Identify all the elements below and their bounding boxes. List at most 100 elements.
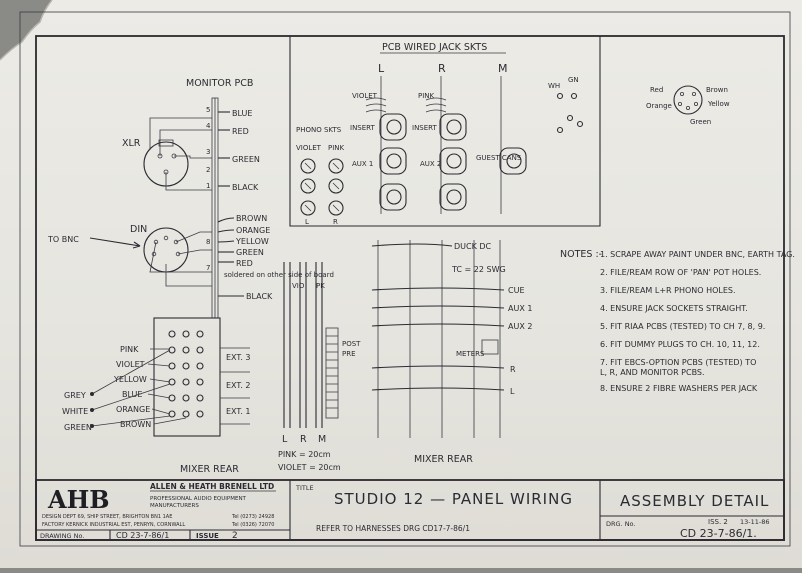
harness-L: L [282, 434, 288, 445]
wire-orange: ORANGE [236, 226, 270, 235]
factory-tel: Tel (0326) 72070 [231, 522, 274, 528]
drawing-title: STUDIO 12 — PANEL WIRING [334, 490, 573, 508]
pin-1: 1 [206, 182, 210, 190]
design-dept: DESIGN DEPT 69, SHIP STREET, BRIGHTON BN… [42, 514, 172, 520]
note-7: 7. FIT EBCS-OPTION PCBS (TESTED) TO [600, 358, 756, 367]
outer-border [19, 11, 791, 547]
violet-length: VIOLET = 20cm [278, 463, 341, 472]
far-grey: GREY [64, 391, 86, 400]
company-sub2: MANUFACTURERS [150, 503, 199, 509]
monitor-pcb: MONITOR PCB 5 4 3 2 1 8 7 BLUE RED GREEN… [47, 78, 334, 319]
refer-harness: REFER TO HARNESSES DRG CD17-7-86/1 [316, 524, 470, 533]
wire-red-din: RED [236, 259, 253, 268]
issue-value: 2 [232, 531, 238, 541]
bus-r: R [510, 365, 516, 374]
harness-pk: PK [316, 282, 325, 290]
aux-1: AUX 1 [352, 160, 373, 168]
note-4: 4. ENSURE JACK SOCKETS STRAIGHT. [600, 304, 748, 313]
note-2: 2. FILE/REAM ROW OF 'PAN' POT HOLES. [600, 268, 761, 277]
wire-yellow: YELLOW [235, 237, 269, 246]
ext-1: EXT. 1 [226, 407, 251, 416]
harness-post: POST [342, 340, 361, 348]
pin-5: 5 [206, 106, 210, 114]
jack-skts-title: PCB WIRED JACK SKTS [382, 42, 487, 53]
jack-panel-box [289, 36, 601, 227]
rear-blue: BLUE [122, 390, 142, 399]
note-1: 1. SCRAPE AWAY PAINT UNDER BNC, EARTH TA… [600, 250, 795, 259]
title-label: TITLE [295, 484, 314, 492]
soldered-note: soldered on other side of board [224, 271, 334, 279]
factory-address: FACTORY KERNICK INDUSTRIAL EST, PENRYN, … [42, 522, 185, 528]
issue-label: ISSUE [196, 532, 219, 540]
violet-top: VIOLET [352, 92, 378, 100]
col-M: M [498, 62, 508, 75]
din-colour-key: Red Orange Brown Yellow Green [646, 85, 730, 126]
ahb-logo: AHB [47, 485, 110, 514]
pink-top: PINK [418, 92, 435, 100]
bus-wiring: DUCK DC TC = 22 SWG CUE AUX 1 AUX 2 METE… [371, 240, 532, 465]
note-7b: L, R, AND MONITOR PCBS. [600, 368, 705, 377]
wh-label: WH [548, 82, 560, 90]
note-5: 5. FIT RIAA PCBS (TESTED) TO CH 7, 8, 9. [600, 322, 765, 331]
key-red: Red [650, 86, 663, 94]
design-tel: Tel (0273) 24928 [231, 514, 274, 520]
insert-2: INSERT [412, 124, 438, 132]
phono-L: L [305, 218, 309, 226]
harness-pre: PRE [342, 350, 356, 358]
aux-2: AUX 2 [420, 160, 441, 168]
rear-orange: ORANGE [116, 405, 150, 414]
title-right: ASSEMBLY DETAIL [620, 492, 769, 510]
far-green: GREEN [64, 423, 92, 432]
rear-yellow: YELLOW [113, 375, 147, 384]
rear-brown: BROWN [120, 420, 151, 429]
title-block: AHB ALLEN & HEATH BRENELL LTD PROFESSION… [35, 479, 785, 541]
ext-3: EXT. 3 [226, 353, 251, 362]
col-L: L [378, 62, 385, 75]
iss-date: 13-11-86 [740, 518, 770, 526]
monitor-pcb-title: MONITOR PCB [186, 78, 253, 89]
harness-R: R [300, 434, 307, 445]
phono-skts-label: PHONO SKTS [296, 126, 342, 134]
notes: NOTES :- 1. SCRAPE AWAY PAINT UNDER BNC,… [560, 249, 795, 393]
wire-black: BLACK [232, 183, 259, 192]
xlr-label: XLR [122, 138, 141, 149]
key-yellow: Yellow [707, 100, 730, 108]
mixer-rear-left-title: MIXER REAR [180, 464, 239, 475]
notes-heading: NOTES :- [560, 249, 602, 260]
torn-corner [0, 0, 52, 60]
rear-violet: VIOLET [116, 360, 145, 369]
rear-pink: PINK [120, 345, 139, 354]
wire-green: GREEN [232, 155, 260, 164]
mixer-rear-mid-title: MIXER REAR [414, 454, 473, 465]
drg-no-value: CD 23-7-86/1. [680, 527, 757, 540]
bus-l: L [510, 387, 515, 396]
ext-2: EXT. 2 [226, 381, 251, 390]
key-green: Green [690, 118, 711, 126]
harness: VIO PK POST PRE L R M PINK = 20cm VIOLET… [278, 262, 361, 472]
phono-R: R [333, 218, 338, 226]
wire-brown: BROWN [236, 214, 267, 223]
mixer-rear-left: EXT. 3 EXT. 2 EXT. 1 PINK VIOLET YELLOW … [62, 317, 251, 475]
insert-1: INSERT [350, 124, 376, 132]
bus-cue: CUE [508, 286, 525, 295]
note-6: 6. FIT DUMMY PLUGS TO CH. 10, 11, 12. [600, 340, 760, 349]
bus-tc: TC = 22 SWG [451, 265, 506, 274]
jack-sockets: PCB WIRED JACK SKTS L R M VIOLET PINK IN… [296, 42, 584, 226]
wire-black-din: BLACK [246, 292, 273, 301]
pin-8: 8 [206, 238, 210, 246]
key-orange: Orange [646, 102, 672, 110]
guest-cans: GUEST CANS [476, 154, 522, 162]
bus-aux1: AUX 1 [508, 304, 532, 313]
harness-M: M [318, 434, 326, 445]
to-bnc-label: TO BNC [47, 235, 79, 244]
pin-4: 4 [206, 122, 211, 130]
company-sub1: PROFESSIONAL AUDIO EQUIPMENT [150, 496, 247, 502]
iss: ISS. 2 [708, 518, 728, 526]
key-brown: Brown [706, 86, 728, 94]
pink-length: PINK = 20cm [278, 450, 331, 459]
wire-red: RED [232, 127, 249, 136]
phono-violet: VIOLET [296, 144, 322, 152]
drawing-no-value: CD 23-7-86/1 [116, 531, 169, 540]
